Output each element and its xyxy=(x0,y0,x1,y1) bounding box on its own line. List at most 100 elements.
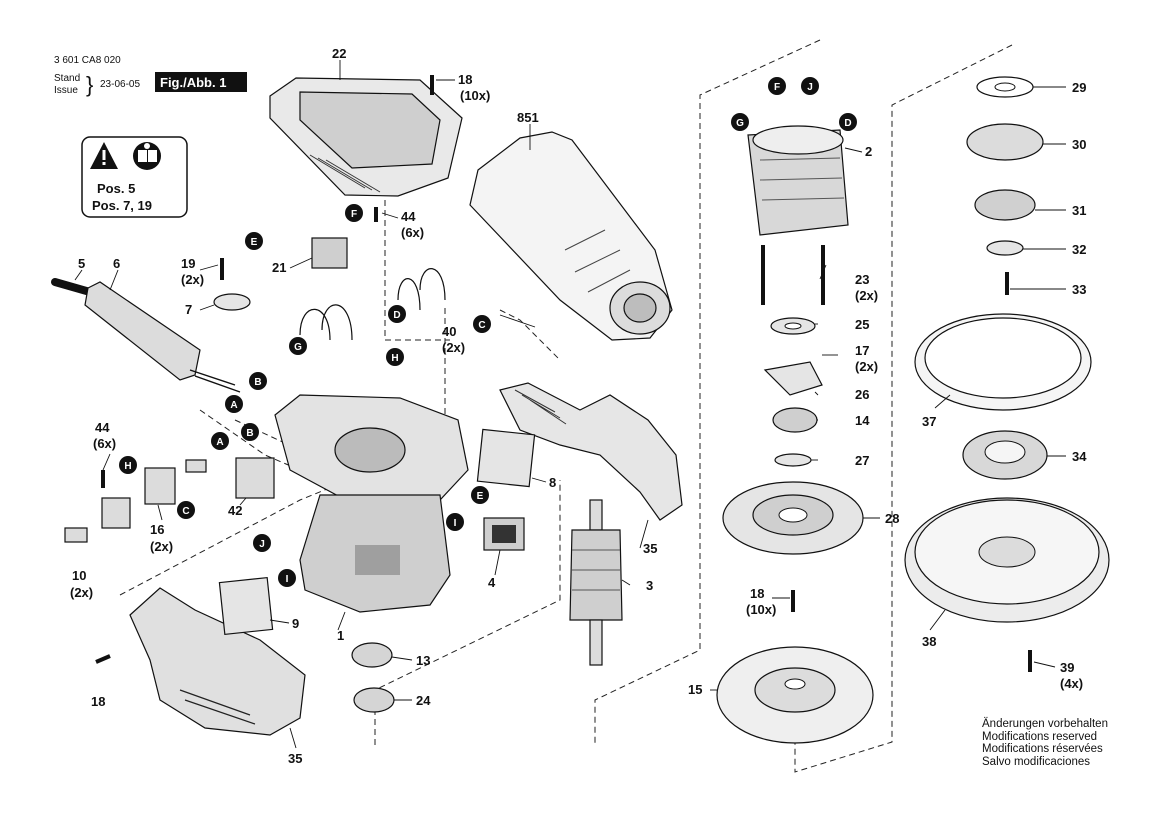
part-label-27: 27 xyxy=(855,453,869,468)
armature-part xyxy=(569,499,623,666)
bearing-34-part xyxy=(962,430,1048,480)
connection-markers: F J G D F E D C G H B A B A H C E I J I xyxy=(119,77,857,587)
part-label-851: 851 xyxy=(517,110,539,125)
marker-c-left: C xyxy=(177,501,195,519)
part-label-33: 33 xyxy=(1072,282,1086,297)
brush-holder-16-part xyxy=(144,467,176,505)
plate-8-part xyxy=(476,428,536,488)
carbon-brush-10-part xyxy=(64,527,88,543)
svg-text:H: H xyxy=(124,461,131,472)
part-label-31: 31 xyxy=(1072,203,1086,218)
marker-b-terminal: B xyxy=(241,423,259,441)
marker-d-top: D xyxy=(839,113,857,131)
warning-pos-7-19: Pos. 7, 19 xyxy=(92,198,152,213)
plate-28-part xyxy=(722,481,864,555)
part-label-4: 4 xyxy=(488,575,496,590)
part-label-18b-qty: (10x) xyxy=(746,602,776,617)
plate-9-part xyxy=(218,576,274,636)
fan-15-part xyxy=(716,646,874,744)
part-label-40-qty: (2x) xyxy=(442,340,465,355)
part-label-37: 37 xyxy=(922,414,936,429)
marker-h-left: H xyxy=(119,456,137,474)
svg-text:A: A xyxy=(230,400,237,411)
part-label-23-qty: (2x) xyxy=(855,288,878,303)
marker-c-mid: C xyxy=(473,315,491,333)
screw-18c-part xyxy=(95,654,111,664)
brush-40-part xyxy=(397,268,446,311)
part-label-44b: 44 xyxy=(401,209,416,224)
svg-text:F: F xyxy=(351,209,357,220)
svg-text:H: H xyxy=(391,353,398,364)
part-label-9: 9 xyxy=(292,616,299,631)
dust-guard-upper-part xyxy=(499,382,683,521)
marker-e-switch: E xyxy=(471,486,489,504)
part-label-38: 38 xyxy=(922,634,936,649)
svg-text:G: G xyxy=(294,342,302,353)
sanding-pad-38-part xyxy=(904,497,1110,623)
marker-f-mid: F xyxy=(345,204,363,222)
part-label-24: 24 xyxy=(416,693,431,708)
plate-26-part xyxy=(763,361,823,396)
part-label-26: 26 xyxy=(855,387,869,402)
part-label-21: 21 xyxy=(272,260,286,275)
switch-part xyxy=(483,517,525,551)
motor-housing-part xyxy=(469,131,673,341)
svg-text:F: F xyxy=(774,82,780,93)
part-label-16-qty: (2x) xyxy=(150,539,173,554)
warning-box: Pos. 5 Pos. 7, 19 xyxy=(81,136,188,218)
notice-english: Modifications reserved xyxy=(982,730,1098,743)
part-label-23: 23 xyxy=(855,272,869,287)
marker-e-top: E xyxy=(245,232,263,250)
part-label-16: 16 xyxy=(150,522,164,537)
part-label-6: 6 xyxy=(113,256,120,271)
part-label-18c: 18 xyxy=(91,694,105,709)
nut-30-part xyxy=(966,123,1044,161)
warning-triangle-icon xyxy=(90,142,118,169)
issue-date: 23-06-05 xyxy=(100,79,140,90)
part-label-32: 32 xyxy=(1072,242,1086,257)
svg-text:E: E xyxy=(251,237,258,248)
svg-text:I: I xyxy=(286,574,289,585)
part-label-39: 39 xyxy=(1060,660,1074,675)
part-label-10: 10 xyxy=(72,568,86,583)
brush-holder-44a-part xyxy=(101,497,131,529)
part-label-18a-qty: (10x) xyxy=(460,88,490,103)
svg-text:E: E xyxy=(477,491,484,502)
svg-text:D: D xyxy=(844,118,851,129)
part-labels: 22 18 (10x) 851 2 44 (6x) 21 19 (2x) 7 5… xyxy=(70,46,1087,766)
part-label-1: 1 xyxy=(337,628,344,643)
part-label-18a: 18 xyxy=(458,72,472,87)
bearing-13-part xyxy=(351,642,393,668)
part-label-17-qty: (2x) xyxy=(855,359,878,374)
bearing-31-part xyxy=(974,189,1036,221)
warning-pos-5: Pos. 5 xyxy=(97,181,135,196)
modification-notice: Änderungen vorbehalten Modifications res… xyxy=(982,718,1108,768)
part-label-44b-qty: (6x) xyxy=(401,225,424,240)
figure-label: Fig./Abb. 1 xyxy=(160,75,226,90)
main-housing-part xyxy=(274,394,469,613)
svg-text:I: I xyxy=(454,518,457,529)
part-label-34: 34 xyxy=(1072,449,1087,464)
part-label-19-qty: (2x) xyxy=(181,272,204,287)
part-label-14: 14 xyxy=(855,413,870,428)
notice-german: Änderungen vorbehalten xyxy=(982,718,1108,730)
part-label-44a-qty: (6x) xyxy=(93,436,116,451)
marker-a-cable: A xyxy=(225,395,243,413)
capacitor-21-part xyxy=(311,237,348,269)
part-label-25: 25 xyxy=(855,317,869,332)
part-label-42: 42 xyxy=(228,503,242,518)
part-label-22: 22 xyxy=(332,46,346,61)
part-label-7: 7 xyxy=(185,302,192,317)
part-label-18b: 18 xyxy=(750,586,764,601)
svg-text:C: C xyxy=(478,320,485,331)
washer-27-part xyxy=(774,453,812,467)
nut-24-part xyxy=(353,687,395,713)
marker-f-top: F xyxy=(768,77,786,95)
top-cover-part xyxy=(269,77,463,197)
part-label-44a: 44 xyxy=(95,420,110,435)
marker-i-switch: I xyxy=(446,513,464,531)
bearing-14-part xyxy=(772,407,818,433)
marker-j-top: J xyxy=(801,77,819,95)
